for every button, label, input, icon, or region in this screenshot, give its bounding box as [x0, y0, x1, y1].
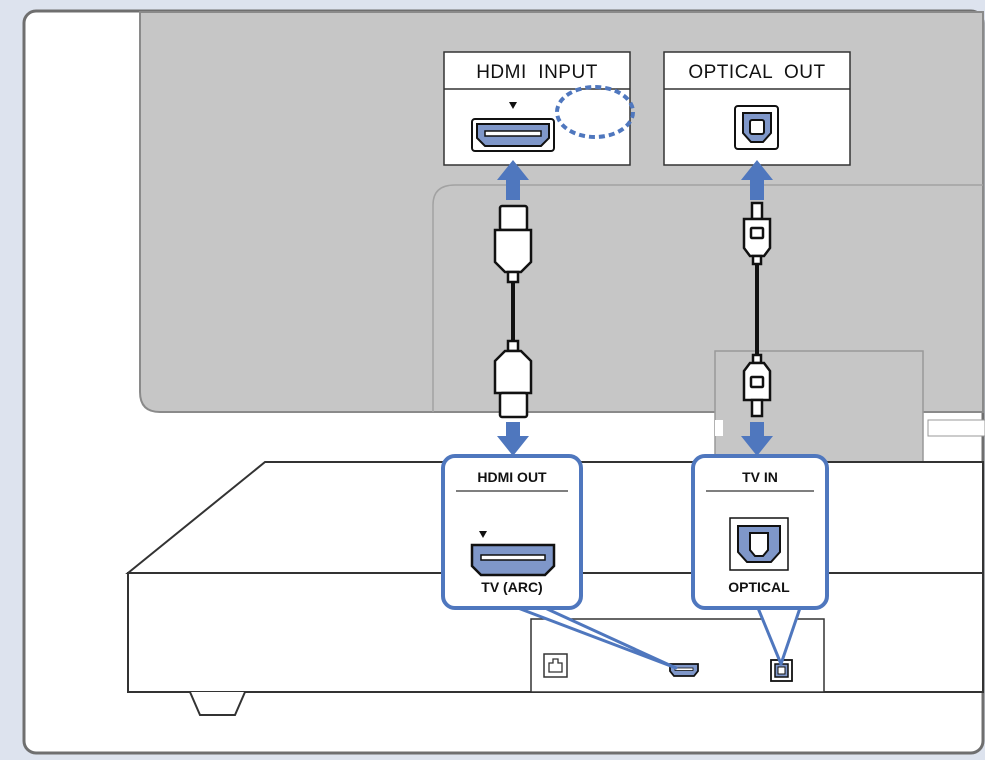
hdmi-plug-icon: [493, 204, 533, 284]
optical-plug-icon: [742, 201, 772, 266]
hdmi-plug-icon: [493, 339, 533, 419]
tv-stand-slot-right: [927, 419, 985, 437]
dashed-highlight-icon: [555, 85, 635, 139]
hdmi-port-icon: [470, 543, 556, 577]
hdmi-out-marker-icon: [479, 531, 487, 538]
arrow-icon: [497, 160, 773, 200]
tv-in-label: TV IN: [742, 469, 778, 485]
tv-stand-slot-left: [715, 420, 723, 436]
arrow-icon: [497, 422, 773, 456]
hdmi-input-label: HDMI INPUT: [476, 62, 598, 83]
hdmi-out-label: HDMI OUT: [477, 469, 547, 485]
hdmi-port-icon: [471, 118, 555, 152]
optical-port-label: OPTICAL: [728, 579, 790, 595]
hdmi-port-label: TV (ARC): [481, 579, 542, 595]
hdmi-out-callout-pointer: [509, 603, 678, 670]
optical-out-label: OPTICAL OUT: [688, 62, 825, 83]
optical-port-icon: [729, 517, 789, 571]
ethernet-port-icon: [543, 653, 568, 678]
optical-plug-icon: [742, 353, 772, 418]
tv-stand-recess: [432, 184, 983, 412]
optical-port-icon: [770, 659, 793, 682]
tv-in-callout-pointer: [756, 607, 802, 666]
optical-port-icon: [734, 105, 779, 150]
hdmi-input-marker-icon: [509, 102, 517, 109]
